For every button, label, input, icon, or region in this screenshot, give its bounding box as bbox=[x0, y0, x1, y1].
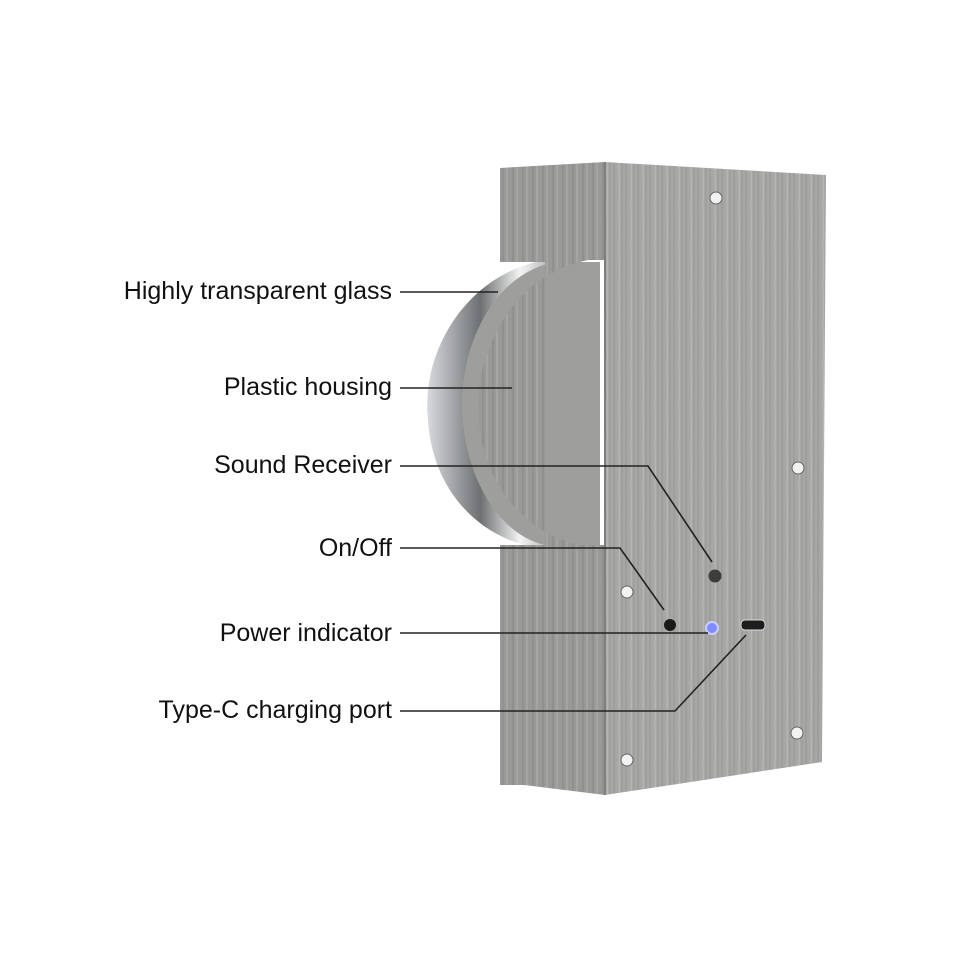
screw-icon bbox=[790, 726, 804, 740]
label-glass: Highly transparent glass bbox=[123, 277, 392, 305]
label-type-c-port: Type-C charging port bbox=[158, 696, 392, 724]
leader-lines bbox=[400, 291, 747, 712]
screw-icon bbox=[709, 191, 723, 205]
sound-receiver-hole bbox=[708, 569, 722, 583]
back-panel bbox=[605, 162, 826, 795]
screw-icon bbox=[620, 585, 634, 599]
front-face bbox=[478, 162, 606, 795]
label-plastic-housing: Plastic housing bbox=[223, 373, 392, 401]
screw-icon bbox=[791, 461, 805, 475]
type-c-port bbox=[740, 619, 766, 631]
screw-icon bbox=[620, 753, 634, 767]
screws bbox=[620, 191, 805, 767]
label-on-off: On/Off bbox=[318, 534, 392, 562]
label-power-indicator: Power indicator bbox=[219, 619, 392, 647]
power-indicator-led bbox=[705, 621, 719, 635]
on-off-button[interactable] bbox=[664, 619, 676, 631]
label-sound-receiver: Sound Receiver bbox=[214, 451, 392, 479]
